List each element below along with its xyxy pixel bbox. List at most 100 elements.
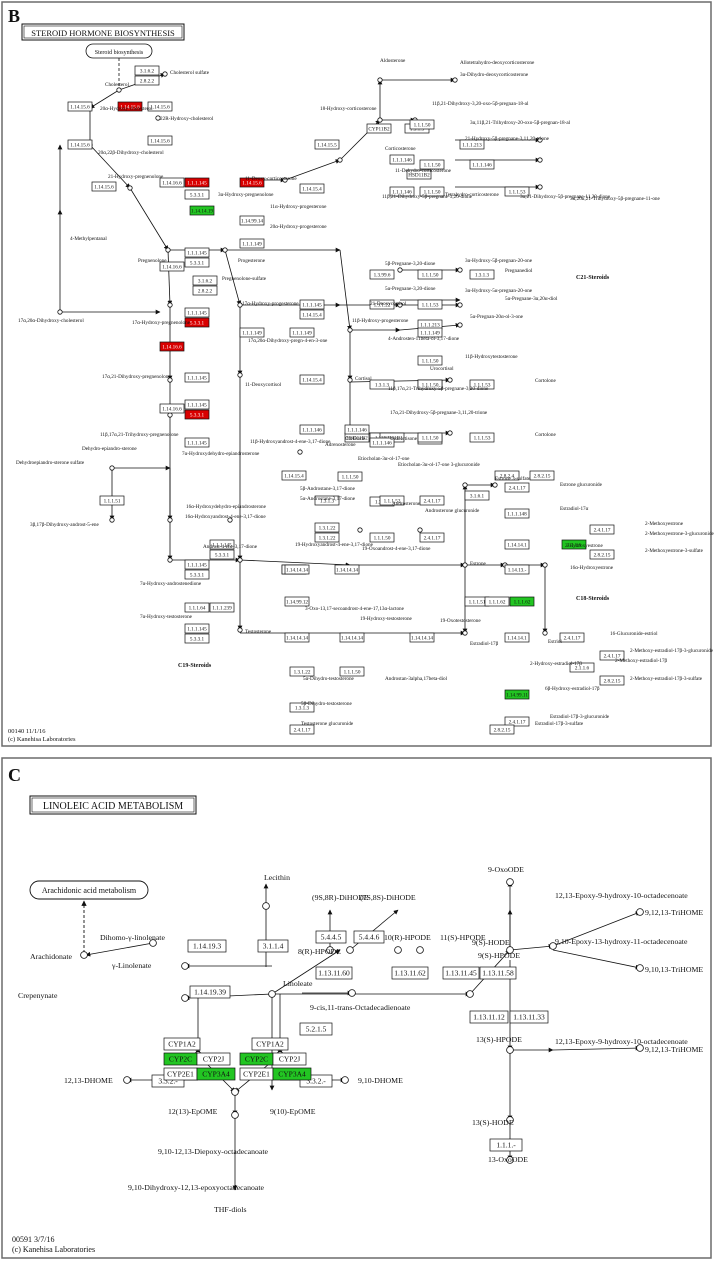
enzyme-box[interactable]: 1.1.1.149 <box>289 327 315 338</box>
compound-node[interactable] <box>109 465 115 471</box>
enzyme-box[interactable]: 1.1.1.146 <box>389 154 415 165</box>
enzyme-box[interactable]: 2.4.1.17 <box>559 632 585 643</box>
compound-node[interactable] <box>457 322 463 328</box>
enzyme-box[interactable]: 1.1.1.148 <box>504 508 530 519</box>
compound-node[interactable] <box>337 157 343 163</box>
compound-node[interactable] <box>167 302 173 308</box>
enzyme-box[interactable]: 2.4.1.17 <box>289 724 315 735</box>
enzyme-box[interactable]: 2.4.1.17 <box>504 482 530 493</box>
compound-node[interactable] <box>636 964 644 972</box>
enzyme-box[interactable]: 1.1.1.50 <box>419 159 445 170</box>
compound-node[interactable] <box>506 1046 514 1054</box>
compound-node[interactable] <box>377 117 383 123</box>
enzyme-box[interactable]: 1.1.1.146 <box>389 186 415 197</box>
enzyme-box[interactable]: 1.14.14.14 <box>334 564 360 575</box>
enzyme-box[interactable]: 2.8.2.15 <box>589 549 615 560</box>
compound-node[interactable] <box>466 990 474 998</box>
enzyme-box[interactable]: 1.14.99.14 <box>239 215 265 226</box>
compound-node[interactable] <box>237 627 243 633</box>
compound-node[interactable] <box>537 184 543 190</box>
enzyme-box[interactable]: 1.3.1.22 <box>314 532 340 543</box>
enzyme-box[interactable]: CYP2C <box>163 1052 198 1066</box>
enzyme-box[interactable]: 1.14.15.5 <box>314 139 340 150</box>
compound-node[interactable] <box>506 1116 514 1124</box>
compound-node[interactable] <box>123 1076 131 1084</box>
compound-node[interactable] <box>341 1076 349 1084</box>
compound-node[interactable] <box>237 557 243 563</box>
compound-node[interactable] <box>167 412 173 418</box>
enzyme-box[interactable]: CYP2J <box>196 1052 231 1066</box>
enzyme-box[interactable]: 1.1.1.53 <box>417 299 443 310</box>
enzyme-box[interactable]: 3.1.6.1 <box>464 490 490 501</box>
enzyme-box[interactable]: CYP2J <box>272 1052 307 1066</box>
enzyme-box[interactable]: 1.3.1.3 <box>289 702 315 713</box>
enzyme-box[interactable]: 1.3.1.3 <box>369 379 395 390</box>
compound-node[interactable] <box>347 327 353 333</box>
enzyme-box[interactable]: 1.3.1.22 <box>289 666 315 677</box>
enzyme-box[interactable]: 1.1.1.50 <box>369 532 395 543</box>
enzyme-box[interactable]: 1.1.1.53 <box>469 379 495 390</box>
compound-node[interactable] <box>181 962 189 970</box>
compound-node[interactable] <box>222 247 228 253</box>
enzyme-box[interactable]: 1.14.16.6 <box>159 261 185 272</box>
enzyme-box[interactable]: 1.1.1.146 <box>299 424 325 435</box>
enzyme-box[interactable]: 1.13.11.33 <box>509 1010 549 1024</box>
enzyme-box[interactable]: 1.1.1.53 <box>469 432 495 443</box>
compound-node[interactable] <box>542 562 548 568</box>
compound-node[interactable] <box>348 989 356 997</box>
enzyme-box[interactable]: CYP1A2 <box>163 1037 201 1051</box>
enzyme-box[interactable]: 1.1.1.50 <box>417 379 443 390</box>
enzyme-box[interactable]: 1.14.15.6 <box>117 101 143 112</box>
compound-node[interactable] <box>237 372 243 378</box>
enzyme-box[interactable]: 2.4.1.17 <box>589 524 615 535</box>
enzyme-box[interactable]: 1.14.14.14 <box>284 564 310 575</box>
enzyme-box[interactable]: CYP1A2 <box>251 1037 289 1051</box>
enzyme-box[interactable]: 1.1.1.62 <box>509 596 535 607</box>
enzyme-box[interactable]: 1.1.1.146 <box>369 437 395 448</box>
compound-node[interactable] <box>268 990 276 998</box>
compound-node[interactable] <box>116 87 122 93</box>
enzyme-box[interactable]: 1.3.1.22 <box>369 299 395 310</box>
compound-node[interactable] <box>167 517 173 523</box>
compound-node[interactable] <box>282 177 288 183</box>
enzyme-box[interactable]: 1.1.1.145 <box>299 299 325 310</box>
compound-node[interactable] <box>231 1088 239 1096</box>
enzyme-box[interactable]: 1.1.1.145 <box>184 177 210 188</box>
enzyme-box[interactable]: CYP3A4 <box>196 1067 236 1081</box>
enzyme-box[interactable]: 5.4.4.6 <box>353 930 385 944</box>
enzyme-box[interactable]: 1.1.1.50 <box>417 432 443 443</box>
compound-node[interactable] <box>397 267 403 273</box>
enzyme-box[interactable]: 1.1.1.145 <box>184 437 210 448</box>
enzyme-box[interactable]: 1.13.11.12 <box>469 1010 509 1024</box>
compound-node[interactable] <box>231 1111 239 1119</box>
enzyme-box[interactable]: CYP3A4 <box>272 1067 312 1081</box>
enzyme-box[interactable]: 1.14.15.4 <box>281 470 307 481</box>
enzyme-box[interactable]: 2.4.1.17 <box>599 650 625 661</box>
enzyme-box[interactable]: 3.1.6.2 <box>192 275 218 286</box>
enzyme-box[interactable]: 1.1.1.145 <box>184 247 210 258</box>
enzyme-box[interactable]: 1.14.15.6 <box>147 101 173 112</box>
compound-node[interactable] <box>542 630 548 636</box>
enzyme-box[interactable]: 1.1.1.149 <box>239 327 265 338</box>
enzyme-box[interactable]: 1.13.11.45 <box>442 966 480 980</box>
enzyme-box[interactable]: CYP2E1 <box>239 1067 274 1081</box>
compound-node[interactable] <box>262 902 270 910</box>
compound-node[interactable] <box>326 946 334 954</box>
map-link-steroid-biosynthesis[interactable]: Steroid biosynthesis <box>85 43 153 59</box>
enzyme-box[interactable]: 2.8.2.2 <box>192 285 218 296</box>
compound-node[interactable] <box>457 267 463 273</box>
enzyme-box[interactable]: 1.1.1.50 <box>417 355 443 366</box>
enzyme-box[interactable]: 5.3.3.1 <box>184 317 210 328</box>
compound-node[interactable] <box>417 527 423 533</box>
compound-node[interactable] <box>447 377 453 383</box>
enzyme-box[interactable]: 1.1.1.50 <box>339 666 365 677</box>
compound-node[interactable] <box>347 377 353 383</box>
compound-node[interactable] <box>447 430 453 436</box>
enzyme-box[interactable]: 1.1.1.- <box>489 1138 523 1152</box>
compound-node[interactable] <box>297 449 303 455</box>
compound-node[interactable] <box>80 951 88 959</box>
enzyme-box[interactable]: 1.14.14.1 <box>504 539 530 550</box>
enzyme-box[interactable]: 1.1.1.50 <box>419 186 445 197</box>
enzyme-box[interactable]: 1.14.99.11 <box>504 689 530 700</box>
compound-node[interactable] <box>181 994 189 1002</box>
